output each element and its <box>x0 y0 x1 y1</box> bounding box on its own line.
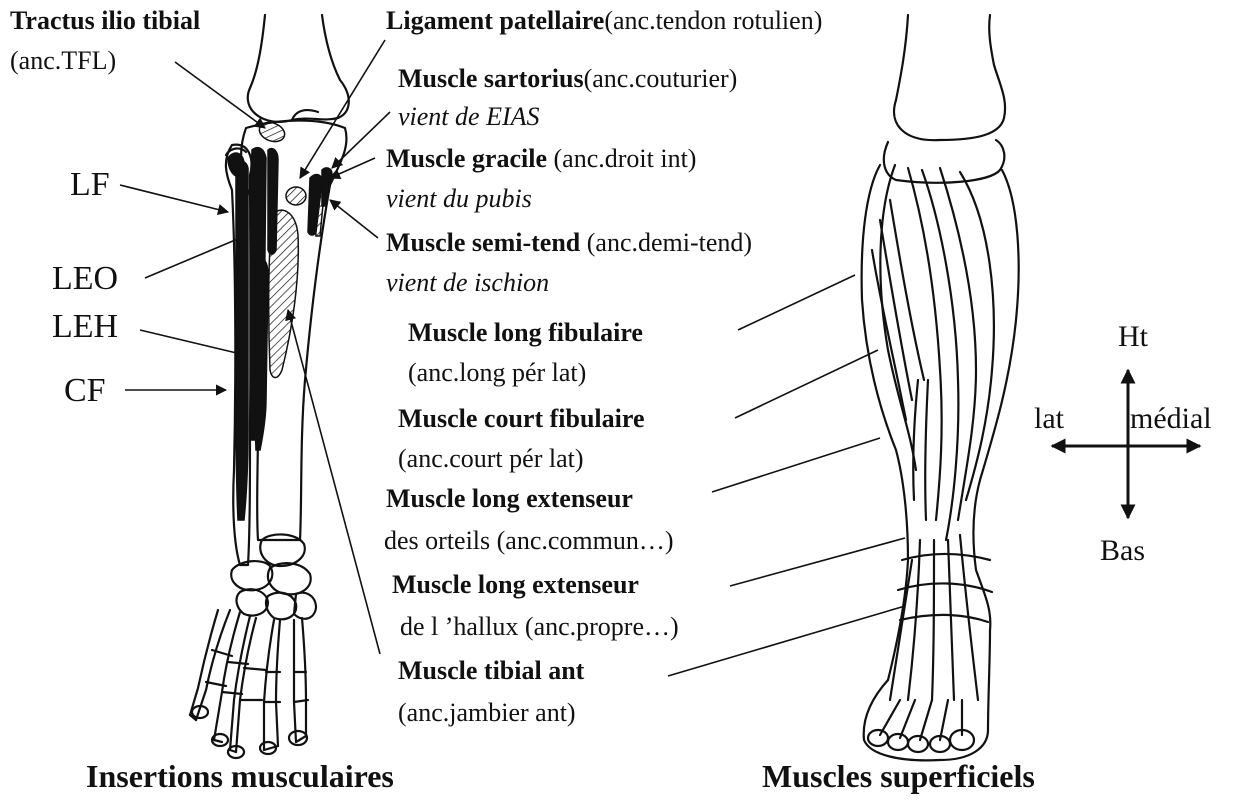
label-court-fibulaire-old: (anc.court pér lat) <box>398 446 584 472</box>
label-name: Ligament patellaire <box>386 6 604 35</box>
label-sartorius-origin: vient de EIAS <box>398 104 540 130</box>
label-gracile: Muscle gracile (anc.droit int) <box>386 146 696 172</box>
label-old-name: (anc.couturier) <box>584 64 738 93</box>
label-sartorius: Muscle sartorius(anc.couturier) <box>398 66 737 92</box>
abbr-cf: CF <box>64 374 106 408</box>
label-long-ext-hallux-old: de l ’hallux (anc.propre…) <box>400 614 679 640</box>
label-semi-tend-origin: vient de ischion <box>386 270 549 296</box>
orientation-right: médial <box>1130 404 1212 434</box>
caption-right: Muscles superficiels <box>762 760 1035 792</box>
label-court-fibulaire-name: Muscle court fibulaire <box>398 406 644 432</box>
tractus-name: Tractus ilio tibial <box>10 8 200 34</box>
orientation-down: Bas <box>1100 536 1145 566</box>
tractus-old-name: (anc.TFL) <box>10 48 116 74</box>
label-name: Muscle sartorius <box>398 64 584 93</box>
caption-left: Insertions musculaires <box>86 760 394 792</box>
orientation-left: lat <box>1034 404 1064 434</box>
label-ligament-patellaire: Ligament patellaire(anc.tendon rotulien) <box>386 8 822 34</box>
label-gracile-origin: vient du pubis <box>386 186 532 212</box>
orientation-up: Ht <box>1118 322 1148 352</box>
label-long-ext-orteils-name: Muscle long extenseur <box>386 486 633 512</box>
femur-left <box>248 15 349 122</box>
label-long-fibulaire-name: Muscle long fibulaire <box>408 320 643 346</box>
label-long-fibulaire-old: (anc.long pér lat) <box>408 360 586 386</box>
abbr-leh: LEH <box>52 310 118 344</box>
label-semi-tend: Muscle semi-tend (anc.demi-tend) <box>386 230 752 256</box>
label-old-name: (anc.demi-tend) <box>580 228 752 257</box>
abbr-lf: LF <box>70 168 110 202</box>
label-old-name: (anc.droit int) <box>547 144 696 173</box>
label-name: Muscle semi-tend <box>386 228 580 257</box>
right-leg-muscles <box>862 15 1019 760</box>
label-old-name: (anc.tendon rotulien) <box>604 6 822 35</box>
label-tibial-ant-old: (anc.jambier ant) <box>398 700 576 726</box>
label-long-ext-hallux-name: Muscle long extenseur <box>392 572 639 598</box>
abbr-leo: LEO <box>52 262 118 296</box>
label-long-ext-orteils-old: des orteils (anc.commun…) <box>384 528 674 554</box>
label-tibial-ant-name: Muscle tibial ant <box>398 658 584 684</box>
orientation-cross <box>1052 370 1200 518</box>
insertion-marks <box>228 119 332 520</box>
label-name: Muscle gracile <box>386 144 547 173</box>
